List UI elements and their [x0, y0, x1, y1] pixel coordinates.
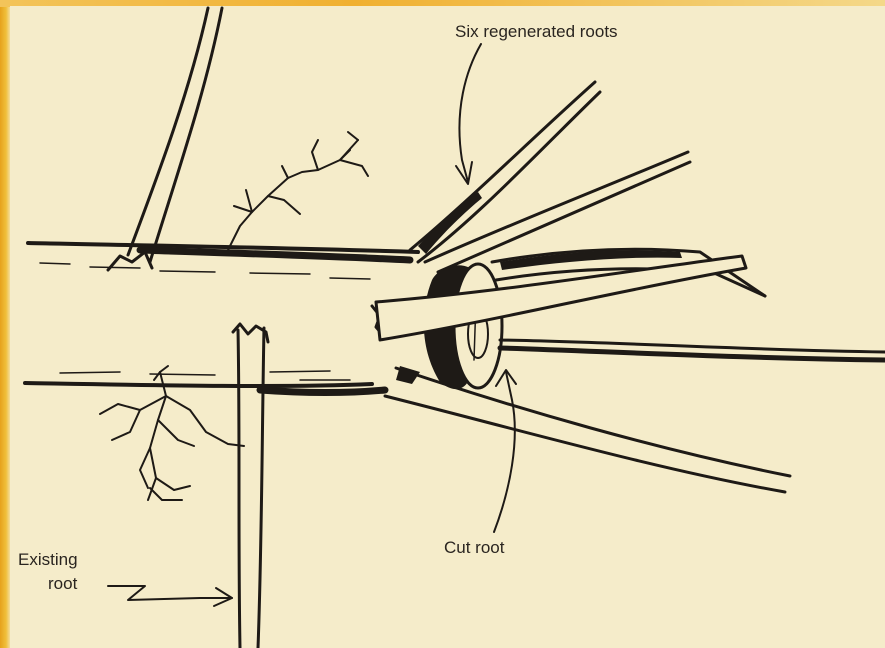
fine-rootlets-top — [228, 132, 368, 250]
label-existing-line1: Existing — [18, 550, 78, 570]
existing-root-upper — [108, 8, 222, 270]
arrow-regenerated — [456, 44, 481, 184]
arrow-existing-root — [108, 586, 232, 606]
label-existing-line2: root — [48, 574, 77, 594]
existing-root-lower — [233, 324, 268, 648]
main-root — [25, 243, 418, 393]
label-regenerated-roots: Six regenerated roots — [455, 22, 618, 42]
arrow-cut-root — [494, 370, 516, 532]
label-cut-root: Cut root — [444, 538, 504, 558]
